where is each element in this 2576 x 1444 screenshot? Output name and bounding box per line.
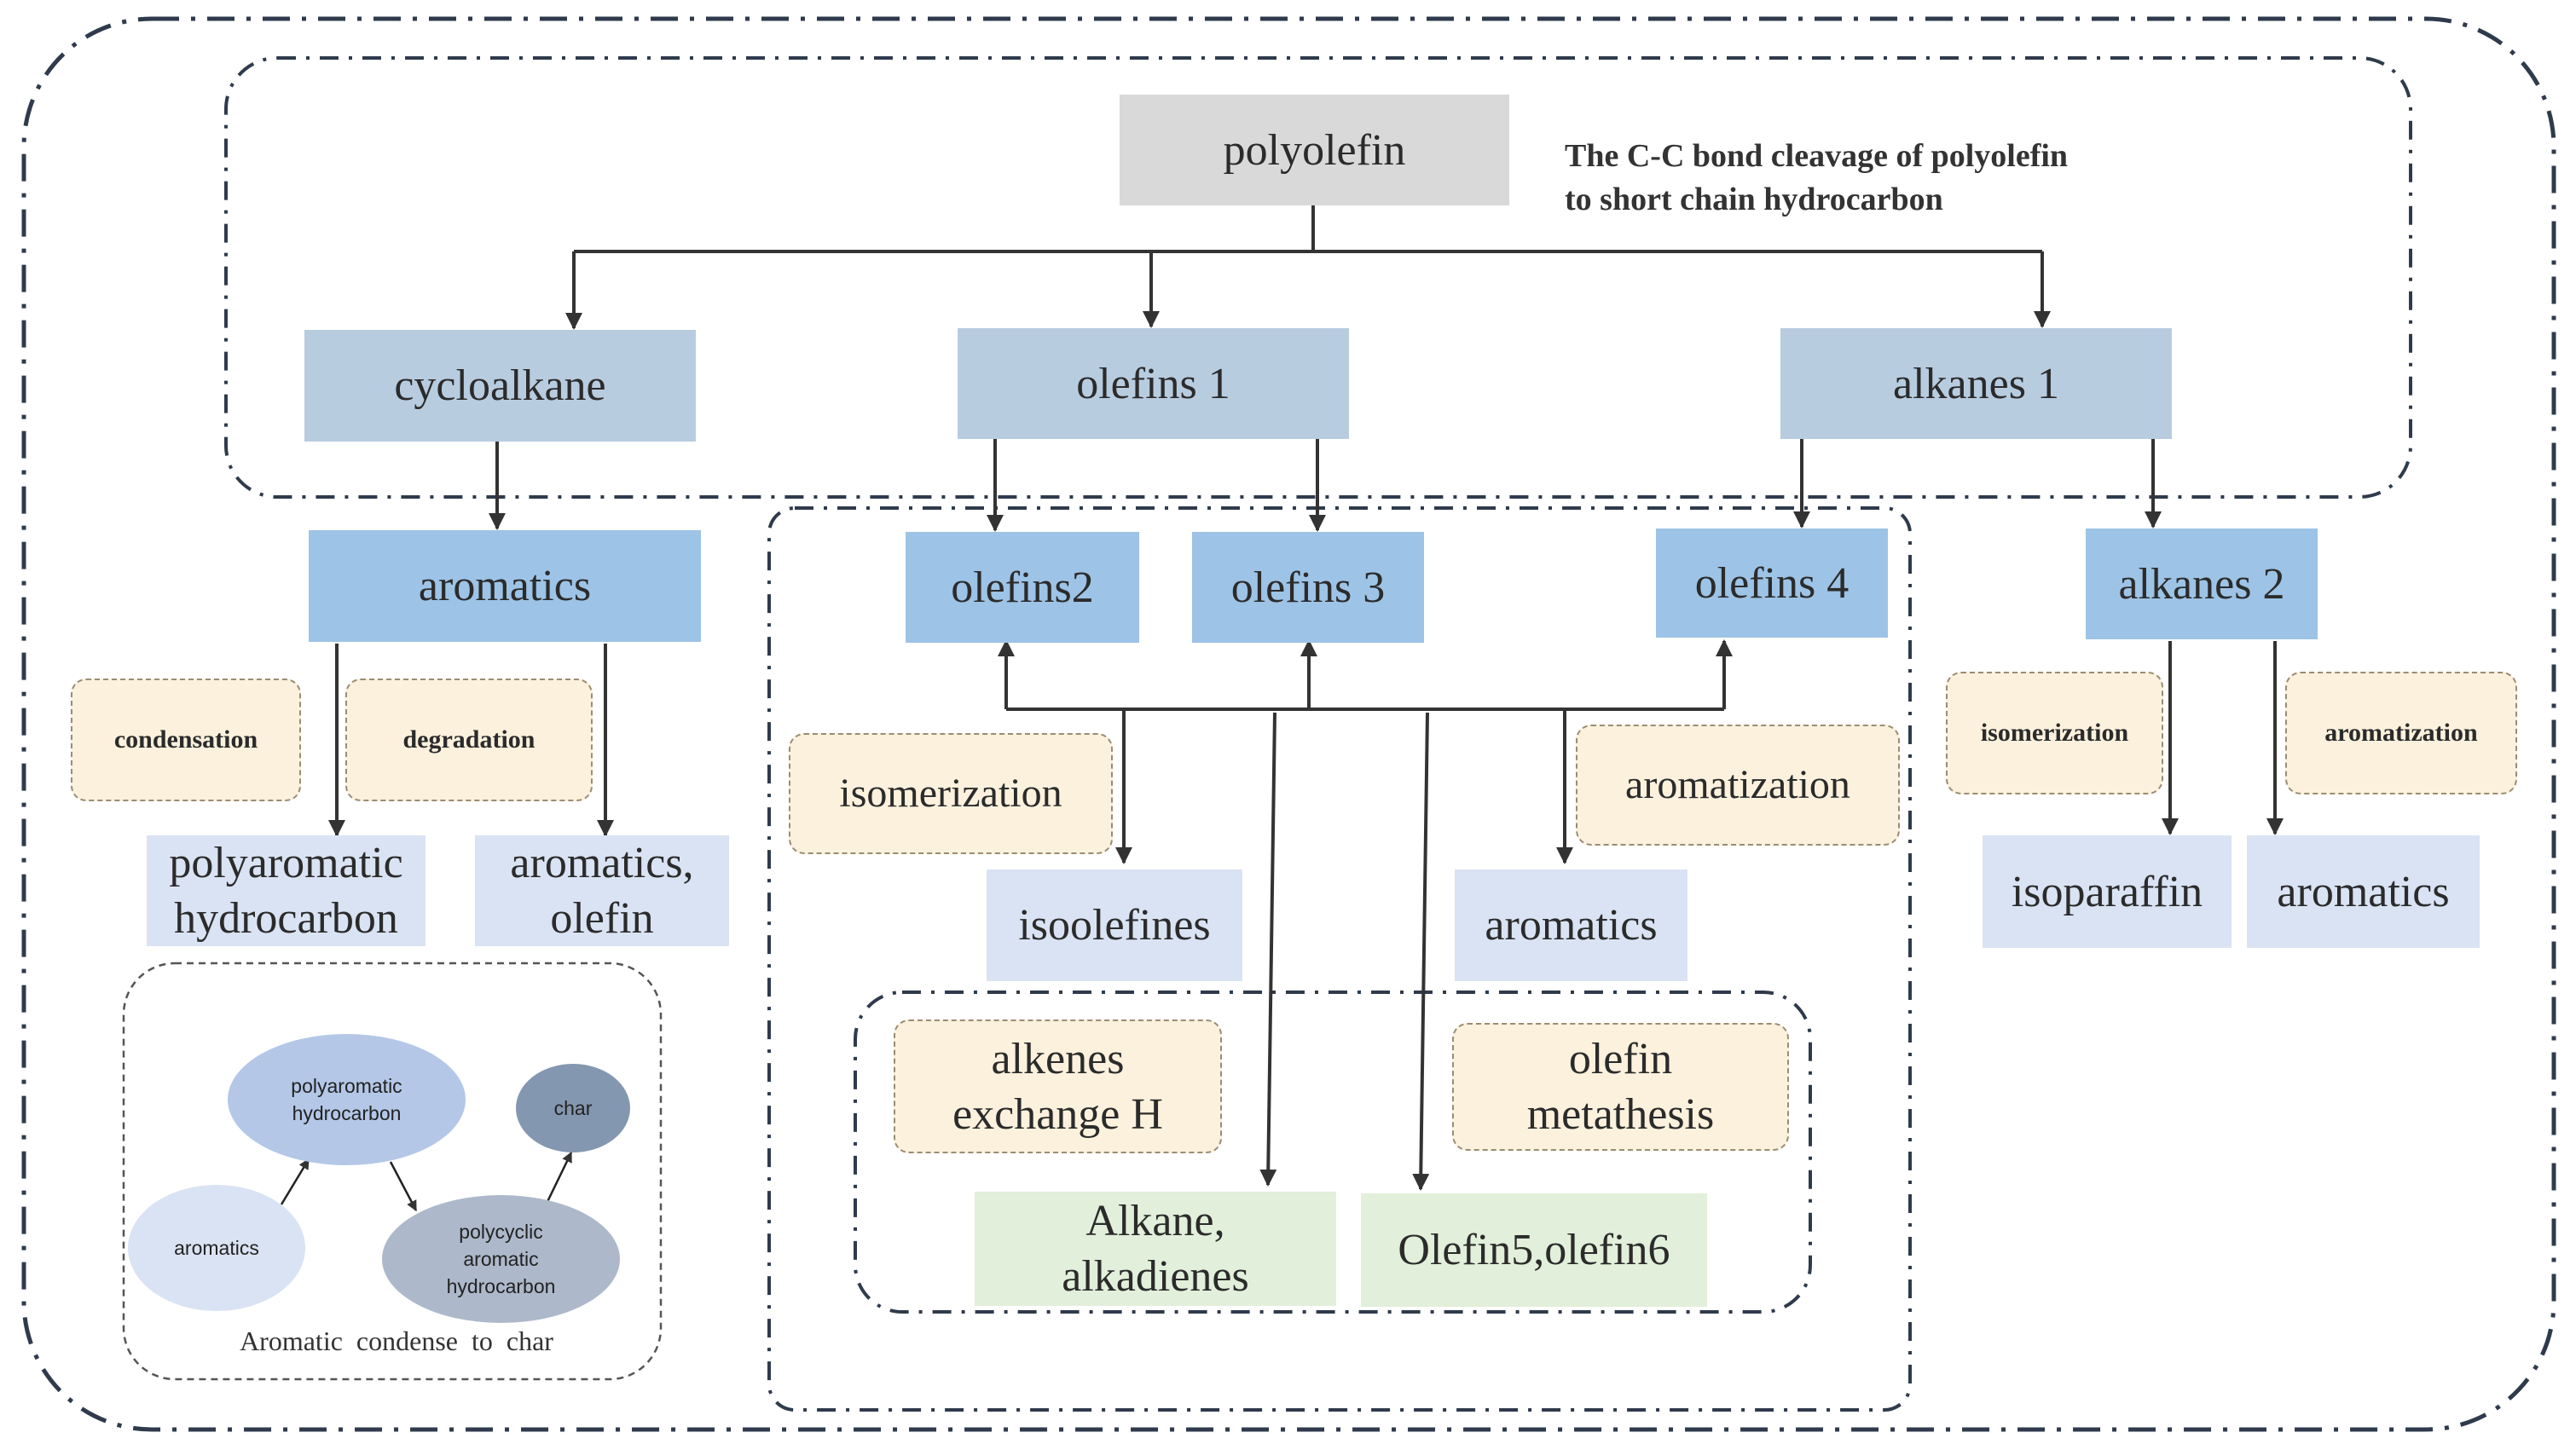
arrow-to-alkane-alkadienes (1259, 712, 1277, 1187)
inset-aromatics-ellipse: aromatics (128, 1185, 305, 1311)
inner-frame (854, 991, 1812, 1314)
alkanes1-node: alkanes 1 (1780, 328, 2172, 439)
inset-polyaromatic-ellipse: polyaromatic hydrocarbon (228, 1034, 466, 1165)
outer-frame (21, 16, 2556, 1432)
aromatization-middle-label: aromatization (1576, 725, 1900, 846)
top-annotation: The C-C bond cleavage of polyolefin to s… (1565, 138, 2069, 218)
isoparaffin-node: isoparaffin (1983, 835, 2232, 948)
cycloalkane-node: cycloalkane (304, 330, 696, 442)
inset-char-ellipse: char (516, 1064, 630, 1152)
inset-frame (122, 962, 663, 1381)
polyolefin-node: polyolefin (1120, 95, 1509, 205)
alkanes2-node: alkanes 2 (2086, 529, 2318, 639)
olefin-metathesis-label: olefin metathesis (1452, 1023, 1789, 1151)
inset-polycyclic-ellipse: polycyclic aromatic hydrocarbon (382, 1195, 620, 1323)
inset-caption: Aromatic condense to char (240, 1326, 553, 1356)
top-frame (224, 56, 2412, 499)
middle-frame (767, 506, 1912, 1412)
polyaromatic-node: polyaromatic hydrocarbon (147, 835, 425, 946)
olefins1-node: olefins 1 (958, 328, 1349, 439)
arrow-inset-polyaromatic-polycyclic (389, 1161, 418, 1212)
aromatization-right-label: aromatization (2285, 672, 2517, 794)
isomerization-middle-label: isomerization (789, 733, 1113, 854)
isoolefines-node: isoolefines (987, 869, 1242, 981)
isomerization-right-label: isomerization (1946, 672, 2163, 794)
aromatics-middle-node: aromatics (1455, 869, 1687, 981)
alkenes-exchange-label: alkenes exchange H (894, 1019, 1222, 1153)
arrow-inset-aromatics-polyaromatic (280, 1158, 310, 1205)
condensation-label: condensation (71, 679, 301, 801)
olefins4-node: olefins 4 (1656, 529, 1888, 638)
olefin56-node: Olefin5,olefin6 (1361, 1193, 1707, 1307)
alkane-alkadienes-node: Alkane, alkadienes (975, 1192, 1336, 1306)
arrow-to-olefin56 (1412, 712, 1430, 1191)
aromatics-right-node: aromatics (2247, 835, 2480, 948)
olefins3-node: olefins 3 (1192, 532, 1424, 643)
olefins2-node: olefins2 (906, 532, 1139, 643)
aromatics-main-node: aromatics (309, 530, 701, 642)
degradation-label: degradation (345, 679, 593, 801)
aromatics-olefin-node: aromatics, olefin (475, 835, 729, 946)
arrow-inset-polycyclic-char (542, 1151, 573, 1210)
